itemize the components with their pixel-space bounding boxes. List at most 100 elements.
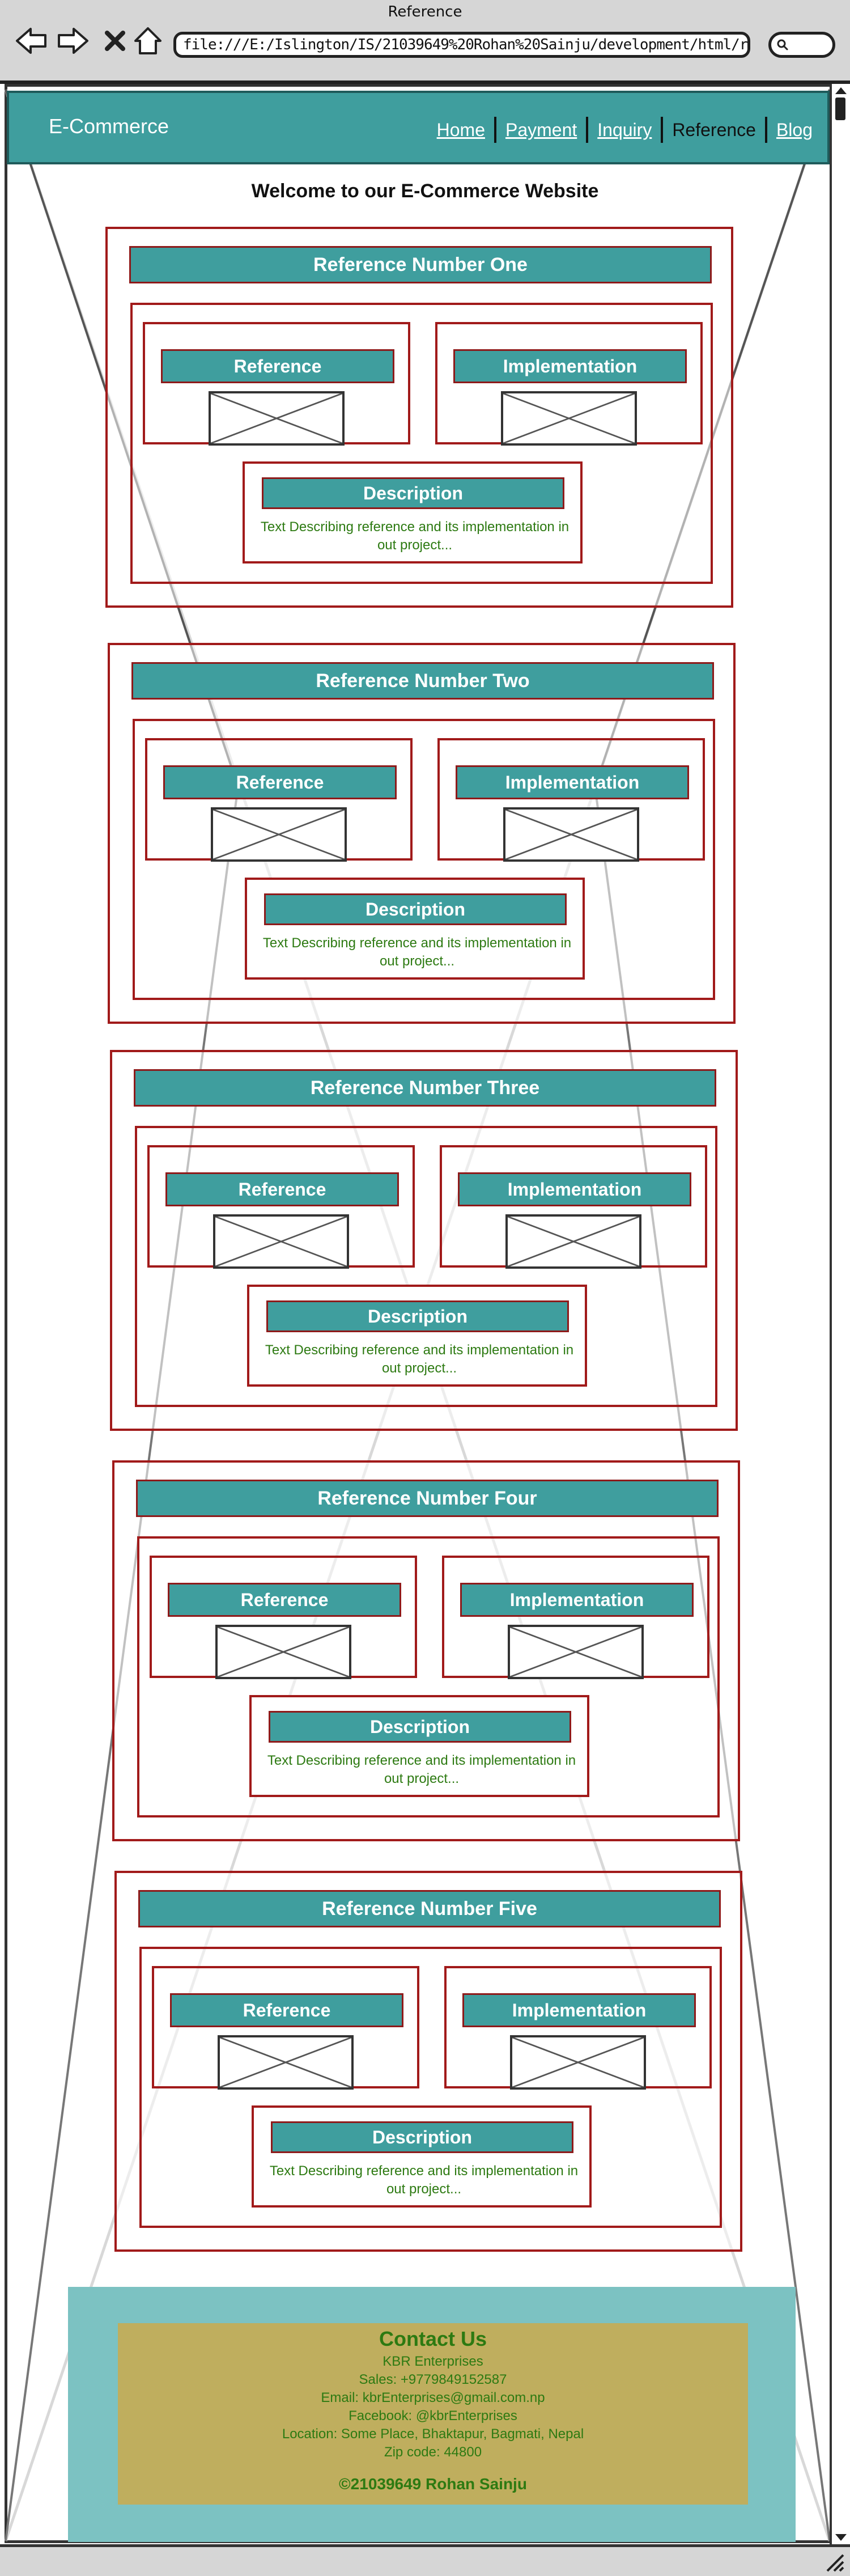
location: Location: Some Place, Bhaktapur, Bagmati… [282, 2426, 584, 2442]
reference-label: Reference [161, 349, 394, 383]
home-button[interactable] [128, 23, 168, 59]
description-label: Description [262, 477, 564, 509]
reference-card: Reference Number Three Reference Impleme… [110, 1050, 738, 1431]
description-text: Text Describing reference and its implem… [262, 935, 572, 969]
reference-card: Reference Number Four Reference Implemen… [112, 1460, 740, 1841]
search-box[interactable] [768, 32, 835, 58]
image-placeholder-icon [218, 1627, 349, 1677]
implementation-image [503, 807, 639, 862]
image-placeholder-icon [220, 2037, 351, 2087]
nav-link-blog[interactable]: Blog [764, 117, 822, 143]
image-placeholder-icon [215, 1217, 347, 1266]
card-title: Reference Number Four [136, 1480, 719, 1517]
image-placeholder-icon [510, 1627, 641, 1677]
contact-email: Email: kbrEnterprises@gmail.com.np [321, 2390, 545, 2405]
description-text: Text Describing reference and its implem… [265, 1342, 574, 1376]
implementation-image [510, 2035, 646, 2090]
implementation-label: Implementation [458, 1172, 691, 1206]
description-label: Description [266, 1300, 569, 1332]
reference-label: Reference [170, 1993, 403, 2027]
nav-links: Home Payment Inquiry Reference Blog [428, 117, 822, 143]
search-icon [777, 39, 788, 50]
description-label: Description [271, 2121, 573, 2153]
image-placeholder-icon [508, 1217, 639, 1266]
page-heading: Welcome to our E-Commerce Website [251, 180, 599, 202]
description-panel: Description Text Describing reference an… [247, 1285, 587, 1387]
card-body: Reference Implementation Description Tex… [133, 719, 715, 1000]
description-panel: Description Text Describing reference an… [245, 878, 585, 980]
reference-panel: Reference [147, 1145, 415, 1269]
scroll-down-arrow-icon[interactable] [833, 2532, 849, 2543]
back-button[interactable] [11, 23, 51, 59]
nav-link-inquiry[interactable]: Inquiry [586, 117, 661, 143]
implementation-label: Implementation [462, 1993, 696, 2027]
card-title: Reference Number Two [131, 662, 714, 700]
implementation-label: Implementation [453, 349, 687, 383]
reference-card: Reference Number One Reference Implement… [105, 227, 733, 608]
image-placeholder-icon [211, 393, 342, 443]
card-title: Reference Number Three [134, 1069, 716, 1107]
implementation-image [505, 1214, 641, 1269]
status-bar [0, 2544, 850, 2576]
company-name: KBR Enterprises [382, 2354, 483, 2369]
description-panel: Description Text Describing reference an… [249, 1695, 589, 1797]
image-placeholder-icon [503, 393, 635, 443]
reference-image [209, 391, 345, 446]
card-title: Reference Number One [129, 246, 712, 283]
forward-button[interactable] [53, 23, 93, 59]
description-text: Text Describing reference and its implem… [267, 1753, 576, 1786]
implementation-panel: Implementation [435, 322, 703, 446]
vertical-scrollbar[interactable] [830, 84, 850, 2544]
card-body: Reference Implementation Description Tex… [130, 303, 713, 584]
implementation-label: Implementation [456, 765, 689, 799]
description-text: Text Describing reference and its implem… [260, 519, 570, 553]
card-body: Reference Implementation Description Tex… [135, 1126, 717, 1407]
resize-grip-icon[interactable] [823, 2550, 845, 2573]
nav-link-payment[interactable]: Payment [494, 117, 586, 143]
browser-chrome: Reference file:///E:/Islington/IS/210396… [0, 0, 850, 84]
implementation-image [501, 391, 637, 446]
brand-logo-text[interactable]: E-Commerce [49, 115, 169, 138]
window-title: Reference [388, 3, 462, 20]
close-icon [105, 31, 125, 51]
image-placeholder-icon [512, 2037, 644, 2087]
scroll-up-arrow-icon[interactable] [833, 85, 849, 96]
nav-link-reference[interactable]: Reference [661, 117, 765, 143]
implementation-panel: Implementation [442, 1556, 709, 1679]
reference-image [211, 807, 347, 862]
scroll-thumb[interactable] [835, 98, 845, 120]
address-bar[interactable]: file:///E:/Islington/IS/21039649%20Rohan… [173, 32, 750, 58]
implementation-panel: Implementation [437, 738, 705, 862]
site-footer: Contact Us KBR Enterprises Sales: +97798… [68, 2287, 796, 2542]
image-placeholder-icon [505, 810, 637, 859]
stop-button[interactable] [95, 23, 135, 59]
reference-label: Reference [168, 1583, 401, 1617]
reference-panel: Reference [143, 322, 410, 446]
reference-panel: Reference [145, 738, 413, 862]
copyright: ©21039649 Rohan Sainju [339, 2475, 527, 2493]
reference-image [218, 2035, 354, 2090]
home-icon [134, 27, 162, 54]
card-title: Reference Number Five [138, 1890, 721, 1927]
reference-card: Reference Number Two Reference Implement… [108, 643, 736, 1024]
implementation-panel: Implementation [444, 1966, 712, 2090]
description-label: Description [264, 893, 567, 925]
card-body: Reference Implementation Description Tex… [139, 1947, 722, 2228]
card-body: Reference Implementation Description Tex… [137, 1536, 720, 1817]
site-navbar: E-Commerce Home Payment Inquiry Referenc… [7, 91, 830, 164]
sales-phone: Sales: +9779849152587 [359, 2372, 507, 2387]
reference-image [213, 1214, 349, 1269]
reference-panel: Reference [152, 1966, 419, 2090]
image-placeholder-icon [213, 810, 345, 859]
nav-link-home[interactable]: Home [436, 120, 485, 140]
contact-box: Contact Us KBR Enterprises Sales: +97798… [118, 2323, 748, 2505]
forward-arrow-icon [58, 28, 88, 54]
contact-title: Contact Us [379, 2327, 487, 2350]
reference-panel: Reference [150, 1556, 417, 1679]
description-panel: Description Text Describing reference an… [243, 461, 583, 564]
reference-card: Reference Number Five Reference Implemen… [114, 1871, 742, 2252]
implementation-label: Implementation [460, 1583, 694, 1617]
implementation-image [508, 1625, 644, 1679]
description-label: Description [269, 1711, 571, 1743]
reference-label: Reference [165, 1172, 399, 1206]
